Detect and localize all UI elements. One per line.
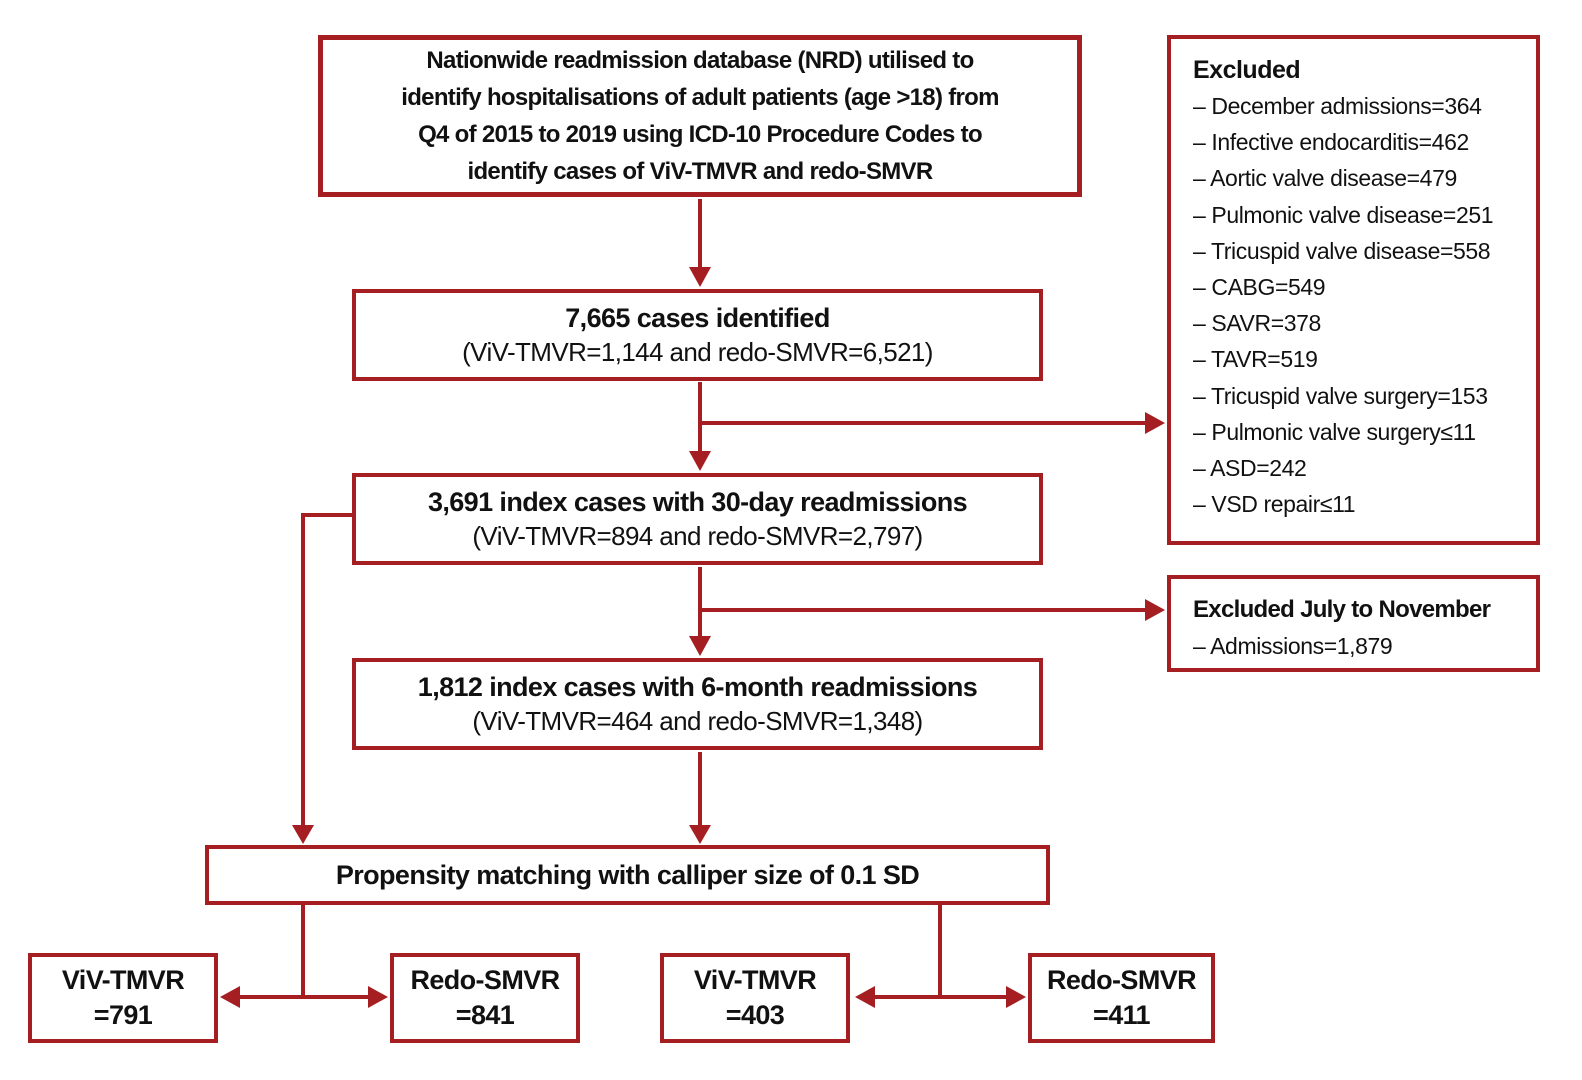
excluded-item: – CABG=549 [1193, 274, 1326, 301]
box-cases-identified: 7,665 cases identified (ViV-TMVR=1,144 a… [352, 289, 1043, 381]
arrowhead-left-icon [855, 986, 875, 1008]
arrowhead-left-icon [220, 986, 240, 1008]
excluded-july-november-item: – Admissions=1,879 [1193, 633, 1393, 659]
group-label: ViV-TMVR [693, 964, 817, 995]
excluded-list: – December admissions=364 – Infective en… [1193, 88, 1494, 522]
group-label: Redo-SMVR [1046, 964, 1197, 995]
group-label: Redo-SMVR [410, 964, 560, 995]
group-value: =791 [93, 1000, 153, 1030]
cases-identified-title: 7,665 cases identified [565, 302, 830, 333]
cases-identified-detail: (ViV-TMVR=1,144 and redo-SMVR=6,521) [462, 337, 933, 368]
group-value: =841 [455, 1000, 515, 1030]
excluded-item: – TAVR=519 [1193, 346, 1318, 373]
propensity-title: Propensity matching with calliper size o… [335, 859, 920, 890]
box-excluded: Excluded – December admissions=364 – Inf… [1167, 35, 1540, 545]
excluded-july-november-title: Excluded July to November [1193, 596, 1491, 623]
box-viv-tmvr-30day: ViV-TMVR =791 [28, 953, 218, 1043]
excluded-item: – Pulmonic valve disease=251 [1193, 201, 1494, 228]
box-6month-readmissions: 1,812 index cases with 6-month readmissi… [352, 658, 1043, 750]
excluded-item: – December admissions=364 [1193, 93, 1482, 119]
box-excluded-july-november: Excluded July to November – Admissions=1… [1167, 575, 1540, 672]
box-nrd-source: Nationwide readmission database (NRD) ut… [318, 35, 1082, 197]
excluded-item: – Pulmonic valve surgery≤11 [1193, 418, 1476, 445]
readmissions-30day-detail: (ViV-TMVR=894 and redo-SMVR=2,797) [472, 521, 923, 552]
box-redo-smvr-30day: Redo-SMVR =841 [390, 953, 580, 1043]
excluded-item: – Aortic valve disease=479 [1193, 165, 1457, 192]
box-viv-tmvr-6month: ViV-TMVR =403 [660, 953, 850, 1043]
excluded-item: – Infective endocarditis=462 [1193, 129, 1469, 156]
group-value: =411 [1093, 1000, 1151, 1030]
arrowhead-down-icon [689, 451, 711, 471]
excluded-item: – VSD repair≤11 [1193, 491, 1356, 518]
source-line: Nationwide readmission database (NRD) ut… [426, 47, 974, 74]
arrowhead-down-icon [689, 267, 711, 287]
source-line: identify hospitalisations of adult patie… [401, 84, 999, 111]
arrowhead-down-icon [292, 825, 314, 844]
box-30day-readmissions: 3,691 index cases with 30-day readmissio… [352, 473, 1043, 565]
arrowhead-right-icon [368, 986, 388, 1008]
group-label: ViV-TMVR [61, 964, 185, 995]
arrowhead-right-icon [1145, 412, 1165, 434]
box-redo-smvr-6month: Redo-SMVR =411 [1028, 953, 1215, 1043]
excluded-title: Excluded [1193, 56, 1301, 84]
arrowhead-right-icon [1145, 599, 1165, 621]
excluded-item: – SAVR=378 [1193, 310, 1321, 337]
box-propensity-matching: Propensity matching with calliper size o… [205, 845, 1050, 905]
arrowhead-down-icon [689, 825, 711, 844]
readmissions-6month-detail: (ViV-TMVR=464 and redo-SMVR=1,348) [472, 706, 923, 737]
group-value: =403 [725, 1000, 785, 1030]
source-line: Q4 of 2015 to 2019 using ICD-10 Procedur… [418, 121, 983, 148]
arrowhead-right-icon [1006, 986, 1026, 1008]
source-line: identify cases of ViV-TMVR and redo-SMVR [467, 158, 934, 185]
arrow-30day-to-propensity [301, 513, 352, 826]
readmissions-30day-title: 3,691 index cases with 30-day readmissio… [427, 486, 968, 517]
readmissions-6month-title: 1,812 index cases with 6-month readmissi… [417, 671, 978, 702]
arrowhead-down-icon [689, 636, 711, 656]
excluded-item: – ASD=242 [1193, 455, 1307, 482]
excluded-item: – Tricuspid valve disease=558 [1193, 237, 1491, 264]
excluded-item: – Tricuspid valve surgery=153 [1193, 382, 1488, 409]
